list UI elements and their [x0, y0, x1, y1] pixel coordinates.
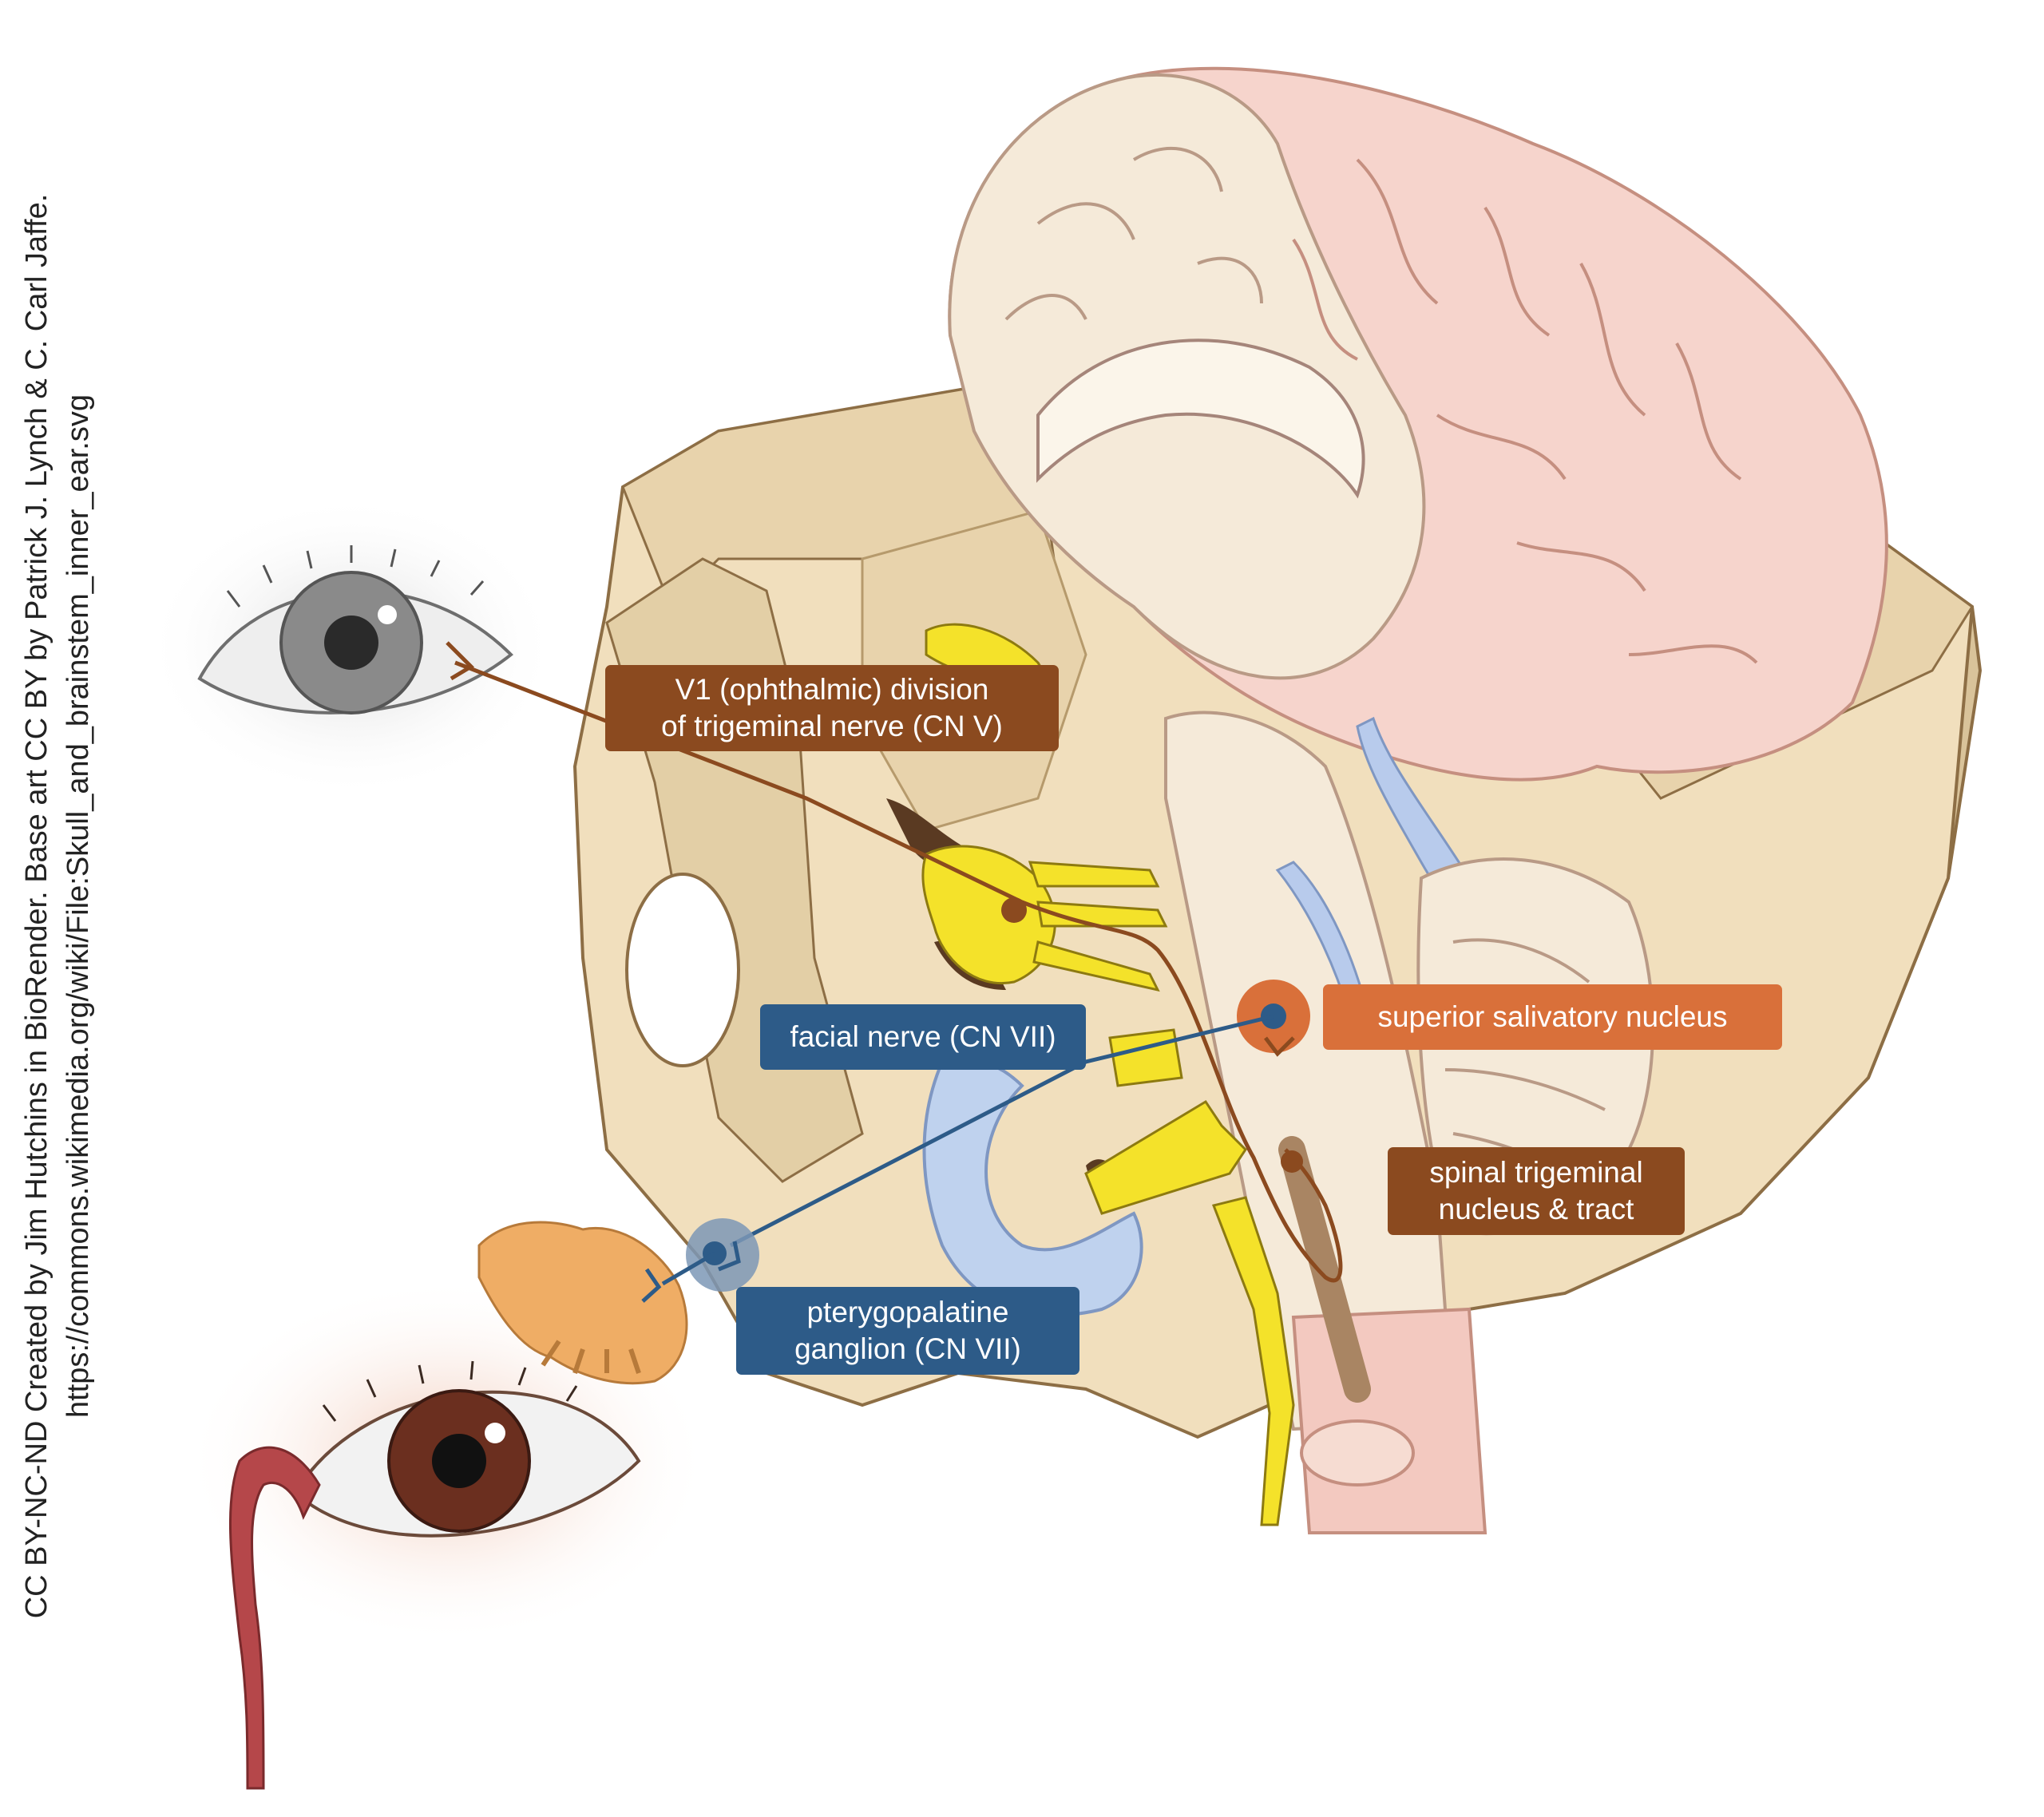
facial-nerve-stump [1108, 1028, 1183, 1087]
top-eye-lashes [226, 545, 485, 608]
postganglionic-terminal [641, 1268, 662, 1303]
bottom-eye-highlight [485, 1423, 505, 1443]
label-spinal-trigeminal: spinal trigeminal nucleus & tract [1388, 1147, 1685, 1235]
top-eye-highlight [378, 605, 397, 624]
trigeminal-branch-1 [1028, 861, 1160, 888]
label-spinal-line2: nucleus & tract [1438, 1193, 1634, 1225]
spinal-cord-cut [1300, 1419, 1415, 1486]
label-superior-text: superior salivatory nucleus [1377, 1000, 1728, 1033]
ganglion-synapse [718, 1241, 741, 1272]
orbit-opening [625, 873, 740, 1067]
label-v1-line1: V1 (ophthalmic) division [675, 673, 989, 706]
spinal-trigeminal-tract [1278, 1136, 1371, 1403]
label-facial-nerve: facial nerve (CN VII) [760, 1004, 1086, 1070]
facial-pathway [729, 1014, 1274, 1248]
inner-ear-canal [922, 1058, 1143, 1317]
credit-text: CC BY-NC-ND Created by Jim Hutchins in B… [16, 176, 112, 1637]
lower-nerve-bundle [1211, 1196, 1295, 1526]
brainstem-body [1164, 711, 1456, 1431]
label-facial-text: facial nerve (CN VII) [790, 1020, 1056, 1053]
corpus-callosum [1036, 338, 1365, 499]
lacrimal-gland-body [477, 1221, 688, 1385]
medial-gyri [1004, 146, 1263, 321]
brain [948, 66, 1888, 1040]
postganglionic-fiber [661, 1251, 716, 1286]
label-ptery-line2: ganglion (CN VII) [794, 1332, 1021, 1365]
label-v1-ophthalmic: V1 (ophthalmic) division of trigeminal n… [605, 665, 1059, 751]
v1-pathway [454, 660, 1343, 1283]
label-superior-salivatory: superior salivatory nucleus [1323, 984, 1782, 1050]
label-spinal-line1: spinal trigeminal [1429, 1156, 1643, 1189]
top-eye [144, 495, 559, 798]
trigeminal-ganglion [921, 845, 1056, 984]
credit-line2: https://commons.wikimedia.org/wiki/File:… [61, 394, 95, 1419]
label-pterygopalatine: pterygopalatine ganglion (CN VII) [736, 1287, 1079, 1375]
bottom-eye-lashes [322, 1360, 578, 1422]
lacrimal-gland [477, 1221, 688, 1385]
nasolacrimal-duct [228, 1446, 321, 1790]
spinal-cord [1291, 1307, 1487, 1534]
label-v1-line2: of trigeminal nerve (CN V) [661, 710, 1003, 742]
spinal-nucleus-cell [1281, 1150, 1303, 1173]
salivatory-synapse [1264, 1036, 1295, 1057]
vestibulocochlear-bundle [1084, 1099, 1247, 1215]
credit-line1: CC BY-NC-ND Created by Jim Hutchins in B… [20, 193, 53, 1619]
top-eye-pupil [324, 616, 378, 670]
v1-terminal [446, 641, 475, 681]
trigeminal-branch-3 [1032, 940, 1160, 992]
pathways [446, 641, 1343, 1303]
bottom-eye-pupil [432, 1434, 486, 1488]
lacrimal-gland-ducts [541, 1340, 641, 1374]
trigeminal-ganglion-cell [1001, 897, 1027, 923]
label-ptery-line1: pterygopalatine [806, 1296, 1009, 1328]
brain-gyri [1292, 158, 1758, 664]
